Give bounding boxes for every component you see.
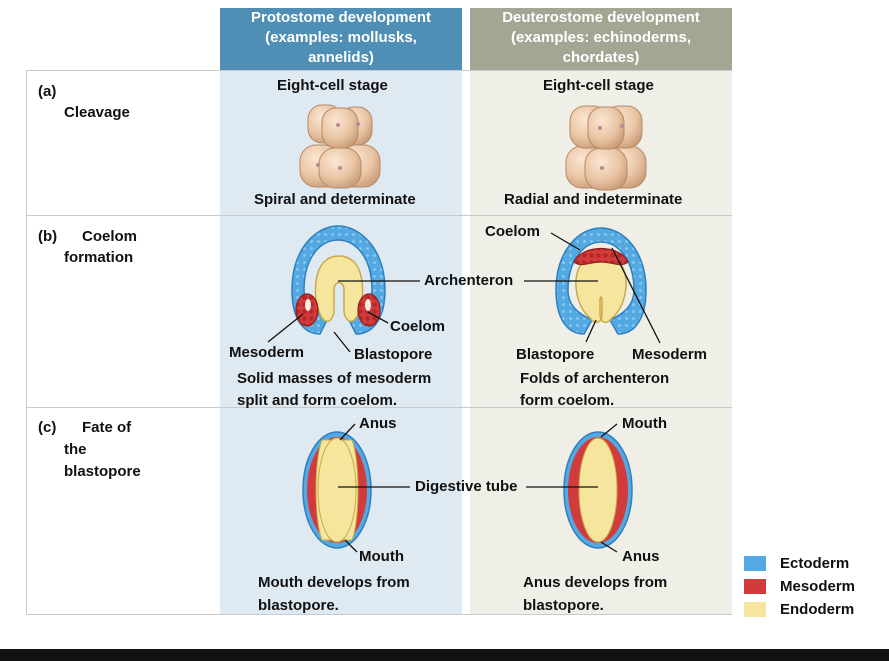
deutero-coelom-caption-line-1: Folds of archenteron bbox=[520, 370, 670, 387]
proto-blastopore-caption-line-1: Mouth develops from bbox=[258, 574, 410, 591]
row-c-letter: (c) bbox=[38, 419, 57, 436]
proto-gastrula bbox=[291, 225, 386, 335]
proto-cleavage-type: Spiral and determinate bbox=[254, 191, 416, 208]
protostome-header-line-3: annelids) bbox=[308, 49, 374, 66]
legend-swatch-mesoderm bbox=[744, 579, 766, 594]
legend-swatch-ectoderm bbox=[744, 556, 766, 571]
deutero-coelom-label: Coelom bbox=[485, 223, 541, 240]
proto-mouth-label: Mouth bbox=[359, 548, 404, 565]
legend-label-mesoderm: Mesoderm bbox=[780, 578, 856, 595]
proto-blastopore-caption-line-2: blastopore. bbox=[258, 597, 339, 614]
deuterostome-header-line-2: (examples: echinoderms, bbox=[510, 29, 692, 46]
proto-digestive-tube bbox=[302, 431, 372, 549]
digestive-tube-label: Digestive tube bbox=[415, 478, 518, 495]
protostome-header-line-2: (examples: mollusks, bbox=[265, 29, 417, 46]
row-b-title-line-2: formation bbox=[64, 249, 134, 266]
proto-anus-label: Anus bbox=[359, 415, 397, 432]
deuterostome-header-line-1: Deuterostome development bbox=[502, 9, 700, 26]
deutero-mesoderm-label: Mesoderm bbox=[632, 346, 708, 363]
row-a-letter: (a) bbox=[38, 83, 57, 100]
row-c-title-line-1: Fate of bbox=[82, 419, 132, 436]
row-a-title: Cleavage bbox=[64, 104, 130, 121]
deutero-digestive-tube bbox=[563, 431, 633, 549]
leader-lines bbox=[267, 232, 661, 553]
deutero-cleavage-type: Radial and indeterminate bbox=[504, 191, 683, 208]
row-c-title-line-3: blastopore bbox=[64, 463, 141, 480]
proto-blastopore-label: Blastopore bbox=[354, 346, 433, 363]
proto-coelom-caption-line-2: split and form coelom. bbox=[237, 392, 398, 409]
deutero-blastopore-caption-line-2: blastopore. bbox=[523, 597, 604, 614]
deutero-eight-cell-label: Eight-cell stage bbox=[543, 77, 654, 94]
proto-coelom-label: Coelom bbox=[390, 318, 446, 335]
legend-label-ectoderm: Ectoderm bbox=[780, 555, 850, 572]
deutero-blastopore-label: Blastopore bbox=[516, 346, 595, 363]
protostome-header: Protostome development (examples: mollus… bbox=[220, 8, 462, 70]
grid-line-bc bbox=[26, 407, 732, 408]
protostome-header-line-1: Protostome development bbox=[250, 9, 432, 26]
proto-eight-cell-embryo bbox=[299, 104, 381, 189]
deutero-blastopore-caption-line-1: Anus develops from bbox=[523, 574, 668, 591]
grid-line-bottom bbox=[26, 614, 732, 615]
legend-swatch-endoderm bbox=[744, 602, 766, 617]
deuterostome-header-line-3: chordates) bbox=[562, 49, 640, 66]
archenteron-label: Archenteron bbox=[424, 272, 514, 289]
bottom-bar bbox=[0, 649, 889, 661]
grid-line-top bbox=[26, 70, 732, 71]
legend-label-endoderm: Endoderm bbox=[780, 601, 855, 618]
row-c-title-line-2: the bbox=[64, 441, 87, 458]
grid-line-left bbox=[26, 70, 27, 614]
deuterostome-header: Deuterostome development (examples: echi… bbox=[470, 8, 732, 70]
deutero-mouth-label: Mouth bbox=[622, 415, 667, 432]
deutero-anus-label: Anus bbox=[622, 548, 660, 565]
proto-eight-cell-label: Eight-cell stage bbox=[277, 77, 388, 94]
deutero-eight-cell-embryo bbox=[565, 105, 647, 191]
row-b-letter: (b) bbox=[38, 228, 58, 245]
deutero-coelom-caption-line-2: form coelom. bbox=[520, 392, 615, 409]
proto-coelom-caption-line-1: Solid masses of mesoderm bbox=[237, 370, 432, 387]
row-b-title-line-1: Coelom bbox=[82, 228, 138, 245]
proto-mesoderm-label: Mesoderm bbox=[229, 344, 305, 361]
grid-line-ab bbox=[26, 215, 732, 216]
